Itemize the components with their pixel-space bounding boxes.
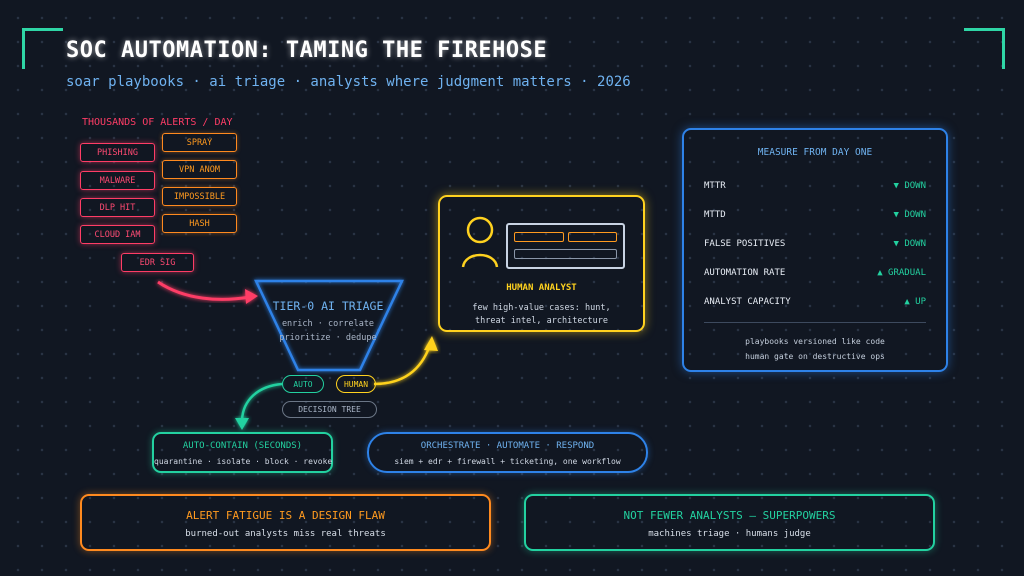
- alert-chip-dlp-hit: DLP HIT: [80, 198, 155, 217]
- alert-chip-spray: SPRAY: [162, 133, 237, 152]
- metric-row-mttd: MTTD ▼ DOWN: [704, 210, 926, 220]
- orchestrate-title: ORCHESTRATE · AUTOMATE · RESPOND: [420, 441, 595, 451]
- corner-bracket-top-left: [22, 28, 63, 69]
- alert-chip-cloud-iam: CLOUD IAM: [80, 225, 155, 244]
- alert-fatigue-card: ALERT FATIGUE IS A DESIGN FLAW burned-ou…: [80, 494, 491, 551]
- superpowers-card: NOT FEWER ANALYSTS — SUPERPOWERS machine…: [524, 494, 935, 551]
- metric-status: ▼ DOWN: [893, 181, 926, 191]
- auto-contain-title: AUTO-CONTAIN (SECONDS): [182, 441, 303, 451]
- metric-status: ▼ DOWN: [893, 210, 926, 220]
- orchestrate-line: siem + edr + firewall + ticketing, one w…: [394, 457, 621, 466]
- decision-tree-pill: DECISION TREE: [282, 401, 377, 418]
- alert-chip-phishing: PHISHING: [80, 143, 155, 162]
- alert-chip-vpn-anom: VPN ANOM: [162, 160, 237, 179]
- alert-chip-edr-sig: EDR SIG: [121, 253, 194, 272]
- metric-label: MTTD: [704, 210, 726, 220]
- metric-row-mttr: MTTR ▼ DOWN: [704, 181, 926, 191]
- superpowers-title: NOT FEWER ANALYSTS — SUPERPOWERS: [623, 509, 836, 522]
- page-title: SOC AUTOMATION: TAMING THE FIREHOSE: [66, 38, 548, 63]
- human-analyst-line-2: threat intel, architecture: [474, 316, 609, 326]
- measure-note-2: human gate on destructive ops: [745, 352, 885, 361]
- metric-row-analyst-capacity: ANALYST CAPACITY ▲ UP: [704, 297, 926, 307]
- alert-chip-hash: HASH: [162, 214, 237, 233]
- alerts-to-triage-arrow: [157, 280, 258, 304]
- analyst-person-icon: [461, 216, 499, 268]
- metric-status: ▲ GRADUAL: [877, 268, 926, 278]
- alert-fatigue-line: burned-out analysts miss real threats: [185, 529, 386, 539]
- triage-funnel-shape: [254, 279, 404, 372]
- metric-label: MTTR: [704, 181, 726, 191]
- alert-chip-malware: MALWARE: [80, 171, 155, 190]
- metric-label: AUTOMATION RATE: [704, 268, 786, 278]
- auto-route-arrow: [235, 382, 283, 430]
- alert-fatigue-title: ALERT FATIGUE IS A DESIGN FLAW: [186, 509, 385, 522]
- orchestrate-card: ORCHESTRATE · AUTOMATE · RESPOND siem + …: [367, 432, 648, 473]
- human-route-pill: HUMAN: [336, 375, 376, 393]
- metric-status: ▼ DOWN: [893, 239, 926, 249]
- measure-divider: [704, 322, 926, 323]
- page-subtitle: soar playbooks · ai triage · analysts wh…: [66, 74, 631, 90]
- metric-label: ANALYST CAPACITY: [704, 297, 791, 307]
- measure-panel: [682, 128, 948, 372]
- human-analyst-line-1: few high-value cases: hunt,: [472, 303, 611, 313]
- measure-title: MEASURE FROM DAY ONE: [757, 147, 873, 158]
- human-analyst-title: HUMAN ANALYST: [506, 283, 577, 293]
- metric-label: FALSE POSITIVES: [704, 239, 786, 249]
- human-analyst-card: HUMAN ANALYST few high-value cases: hunt…: [438, 195, 645, 332]
- metric-row-false-positives: FALSE POSITIVES ▼ DOWN: [704, 239, 926, 249]
- metric-status: ▲ UP: [904, 297, 926, 307]
- superpowers-line: machines triage · humans judge: [648, 529, 811, 539]
- measure-note-1: playbooks versioned like code: [745, 337, 885, 346]
- triage-line-1: enrich · correlate: [281, 319, 375, 329]
- triage-title: TIER-0 AI TRIAGE: [272, 299, 384, 313]
- analyst-dashboard-icon: [506, 223, 625, 269]
- alerts-heading: THOUSANDS OF ALERTS / DAY: [82, 117, 233, 128]
- auto-contain-line: quarantine · isolate · block · revoke: [154, 457, 333, 466]
- auto-route-pill: AUTO: [282, 375, 324, 393]
- human-route-arrow: [373, 336, 438, 386]
- metric-row-automation-rate: AUTOMATION RATE ▲ GRADUAL: [704, 268, 926, 278]
- alert-chip-impossible: IMPOSSIBLE: [162, 187, 237, 206]
- triage-line-2: prioritize · dedupe: [279, 333, 377, 343]
- auto-contain-card: AUTO-CONTAIN (SECONDS) quarantine · isol…: [152, 432, 333, 473]
- corner-bracket-top-right: [964, 28, 1005, 69]
